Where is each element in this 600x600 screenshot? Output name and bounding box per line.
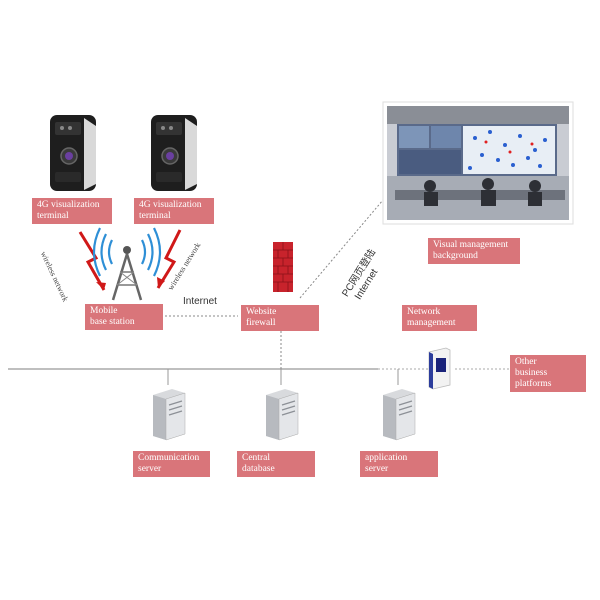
network-management-device-icon — [429, 348, 450, 389]
internet-label-horizontal: Internet — [183, 296, 217, 307]
control-room-photo — [383, 102, 573, 224]
mobile-base-station-label: Mobile base station — [85, 304, 163, 330]
terminal-label-1: 4G visualization terminal — [32, 198, 112, 224]
communication-server-label: Communication server — [133, 451, 210, 477]
network-management-label: Network management — [402, 305, 477, 331]
central-database-label: Central database — [237, 451, 315, 477]
server-icon-communication — [153, 389, 185, 440]
terminal-label-2: 4G visualization terminal — [134, 198, 214, 224]
server-icon-application — [383, 389, 415, 440]
application-server-label: application server — [360, 451, 438, 477]
server-icon-central-database — [266, 389, 298, 440]
visual-management-background-label: Visual management background — [428, 238, 520, 264]
other-business-platforms-label: Other business platforms — [510, 355, 586, 392]
lightning-left-icon — [80, 232, 104, 290]
body-camera-icon-1 — [50, 115, 96, 191]
body-camera-icon-2 — [151, 115, 197, 191]
website-firewall-label: Website firewall — [241, 305, 319, 331]
firewall-icon — [273, 242, 293, 292]
